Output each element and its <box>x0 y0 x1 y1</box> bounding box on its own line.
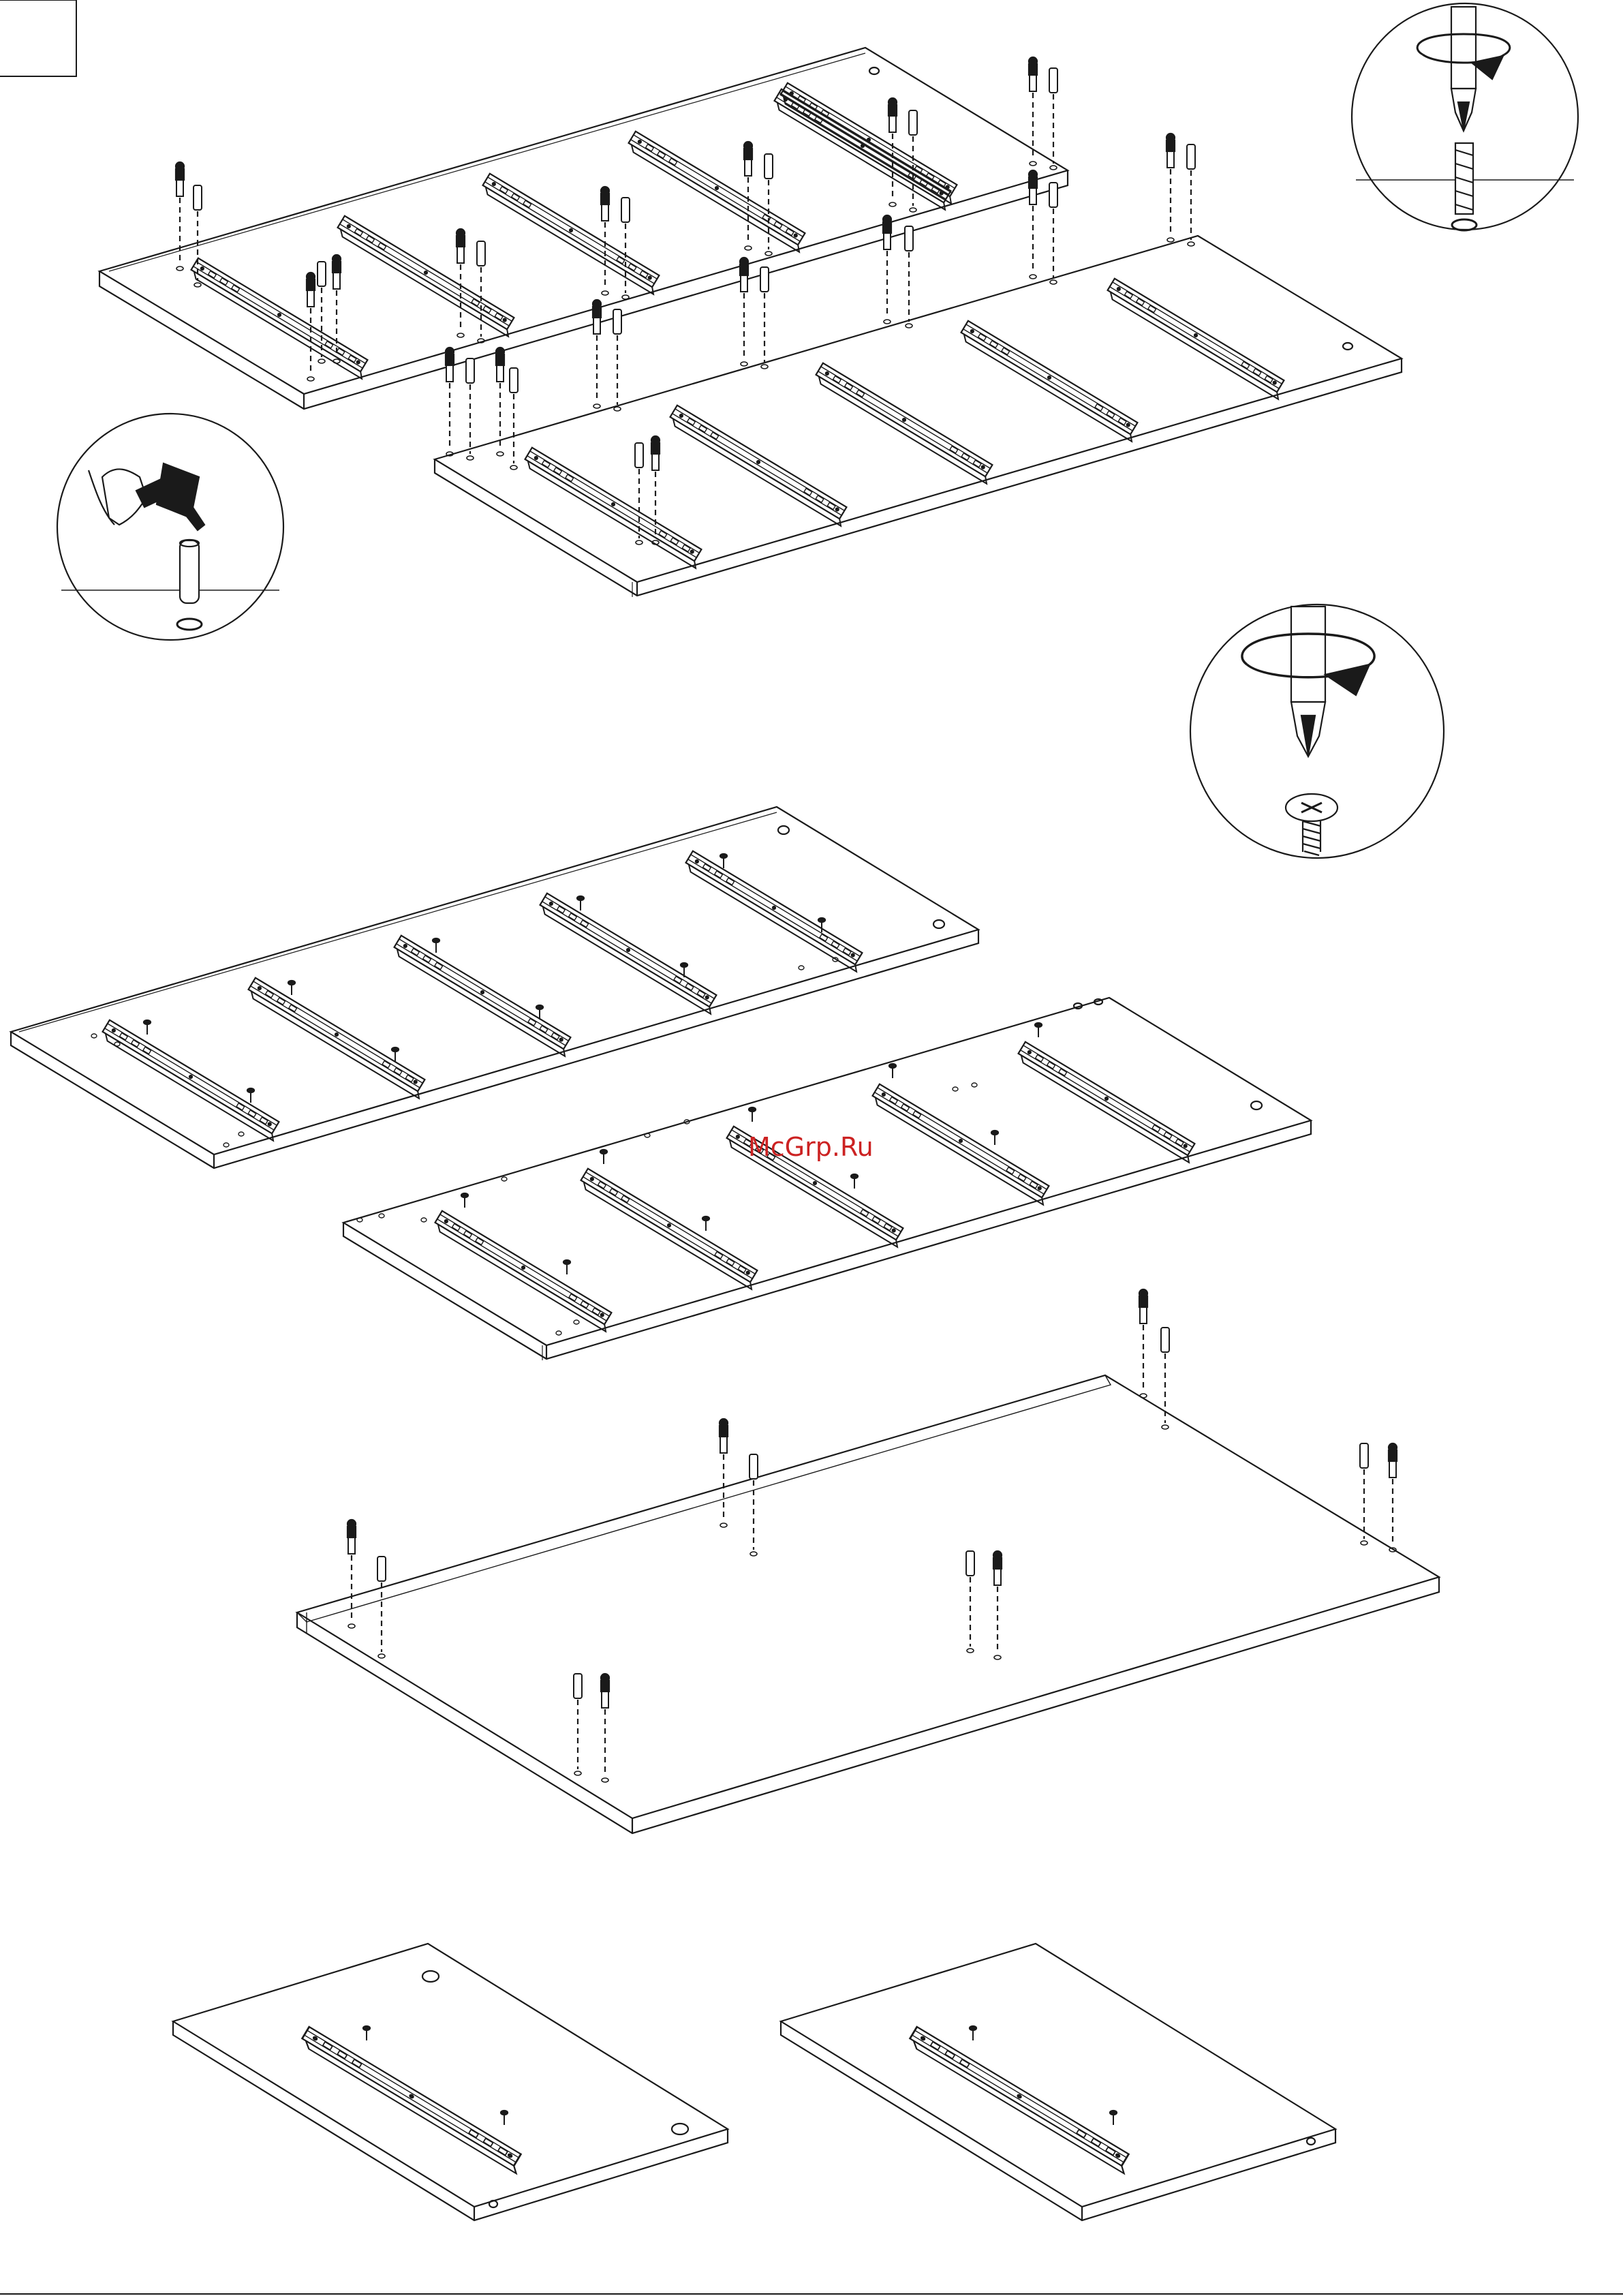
small-panels-with-rails <box>173 1944 1335 2220</box>
back-panel-rails <box>188 73 961 379</box>
panel-pair-with-dowels-and-cam-bolts <box>99 48 1402 597</box>
upper-rail-panel <box>11 807 978 1168</box>
screwdriver-cam-bolt-detail <box>1352 3 1578 230</box>
hammer-dowel-detail <box>57 414 283 640</box>
small-panel-left <box>173 1944 728 2220</box>
lower-rail-panel <box>343 998 1311 1359</box>
front-panel <box>435 236 1402 596</box>
dowel-and-cam-bolt-icon <box>1452 143 1477 230</box>
screwdriver-icon <box>1417 7 1510 131</box>
small-panel-right <box>781 1944 1335 2220</box>
front-panel-fasteners <box>446 134 1195 545</box>
base-panel <box>297 1375 1439 1833</box>
watermark-text: McGrp.Ru <box>748 1132 874 1162</box>
panel-pair-with-rails-screwed <box>11 807 1311 1360</box>
back-panel <box>99 48 1068 409</box>
screwdriver-icon <box>1242 607 1374 756</box>
base-panel-with-dowels <box>297 1289 1439 1833</box>
base-panel-fasteners <box>347 1289 1397 1782</box>
corner-frame <box>0 0 76 76</box>
hammer-icon <box>89 463 204 530</box>
dowel-icon <box>177 540 202 630</box>
screw-icon <box>1286 794 1338 855</box>
screwdriver-screw-detail <box>1190 604 1444 858</box>
